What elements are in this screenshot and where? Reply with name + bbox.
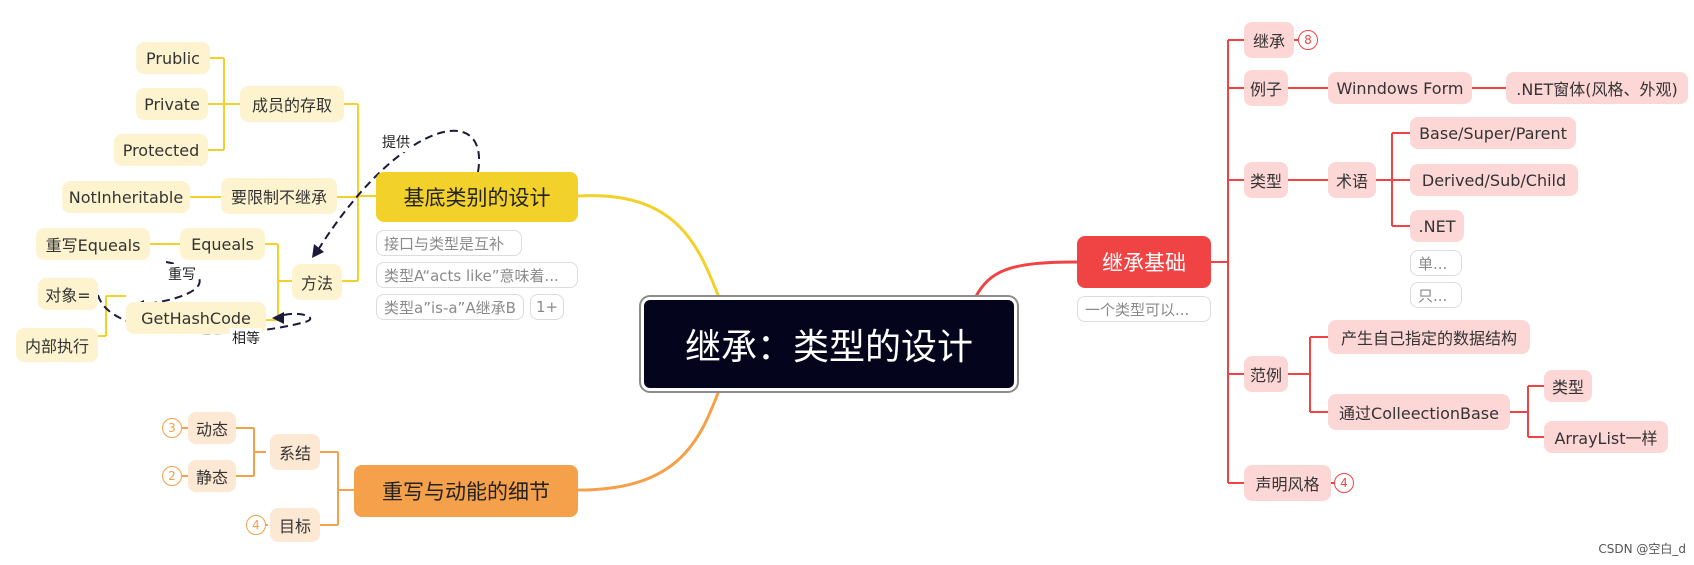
watermark: CSDN @空白_d xyxy=(1598,542,1686,556)
topic-example[interactable]: 例子 xyxy=(1244,70,1288,106)
relation-label-equal: 相等 xyxy=(230,328,262,348)
topic-type-leaf[interactable]: 类型 xyxy=(1544,370,1592,402)
count-badge[interactable]: 4 xyxy=(1334,473,1354,493)
connector xyxy=(973,260,1078,299)
topic-public[interactable]: Prublic xyxy=(136,42,210,74)
count-badge[interactable]: 8 xyxy=(1298,30,1318,50)
topic-windows-form[interactable]: Winndows Form xyxy=(1328,72,1472,104)
note-interface[interactable]: 接口与类型是互补 xyxy=(376,230,522,256)
topic-custom-data-structure[interactable]: 产生自己指定的数据结构 xyxy=(1328,320,1530,354)
topic-sample[interactable]: 范例 xyxy=(1244,356,1288,392)
topic-notinheritable[interactable]: NotInheritable xyxy=(62,181,190,213)
topic-internal-exec[interactable]: 内部执行 xyxy=(16,328,98,362)
topic-collectionbase[interactable]: 通过ColleectionBase xyxy=(1328,394,1510,430)
topic-override-equeals[interactable]: 重写Equeals xyxy=(36,228,150,260)
count-badge[interactable]: 3 xyxy=(162,418,182,438)
topic-methods[interactable]: 方法 xyxy=(292,264,342,300)
topic-dynamic[interactable]: 动态 xyxy=(188,412,236,444)
more-notes-button[interactable]: 1+ xyxy=(530,294,564,320)
topic-inheritance-basics[interactable]: 继承基础 xyxy=(1077,236,1211,288)
topic-binding[interactable]: 系结 xyxy=(270,434,320,470)
topic-protected[interactable]: Protected xyxy=(114,134,208,166)
topic-base-super-parent[interactable]: Base/Super/Parent xyxy=(1410,117,1576,149)
topic-equeals[interactable]: Equeals xyxy=(180,228,265,260)
topic-private[interactable]: Private xyxy=(136,88,208,120)
note-is-a[interactable]: 类型a”is-a”A继承B xyxy=(376,294,524,320)
note-only[interactable]: 只... xyxy=(1410,282,1462,308)
topic-override-detail[interactable]: 重写与动能的细节 xyxy=(354,465,578,517)
central-topic[interactable]: 继承：类型的设计 xyxy=(644,300,1014,388)
topic-member-access[interactable]: 成员的存取 xyxy=(240,86,344,122)
relation-label-provide: 提供 xyxy=(380,132,412,152)
topic-derived-sub-child[interactable]: Derived/Sub/Child xyxy=(1410,164,1578,196)
topic-gethashcode[interactable]: GetHashCode xyxy=(126,302,266,334)
topic-restrict-inherit[interactable]: 要限制不继承 xyxy=(221,178,337,214)
note-one-type[interactable]: 一个类型可以... xyxy=(1077,296,1211,322)
relation-label-override: 重写 xyxy=(166,264,198,284)
note-acts-like[interactable]: 类型A“acts like”意味着... xyxy=(376,262,578,288)
topic-term[interactable]: 术语 xyxy=(1328,162,1376,198)
topic-declare-style[interactable]: 声明风格 xyxy=(1244,465,1331,501)
count-badge[interactable]: 2 xyxy=(162,466,182,486)
note-single[interactable]: 单... xyxy=(1410,250,1462,276)
topic-object-equal[interactable]: 对象= xyxy=(38,278,98,310)
topic-static[interactable]: 静态 xyxy=(188,460,236,492)
topic-inherit[interactable]: 继承 xyxy=(1244,22,1294,58)
topic-dotnet[interactable]: .NET xyxy=(1410,210,1464,242)
topic-target[interactable]: 目标 xyxy=(270,508,320,542)
connector xyxy=(577,194,722,301)
connector xyxy=(577,387,722,492)
topic-type[interactable]: 类型 xyxy=(1244,162,1288,198)
topic-arraylist[interactable]: ArrayList一样 xyxy=(1544,421,1668,453)
topic-base-design[interactable]: 基底类别的设计 xyxy=(376,172,578,222)
topic-net-form[interactable]: .NET窗体(风格、外观) xyxy=(1506,72,1688,104)
count-badge[interactable]: 4 xyxy=(246,515,266,535)
